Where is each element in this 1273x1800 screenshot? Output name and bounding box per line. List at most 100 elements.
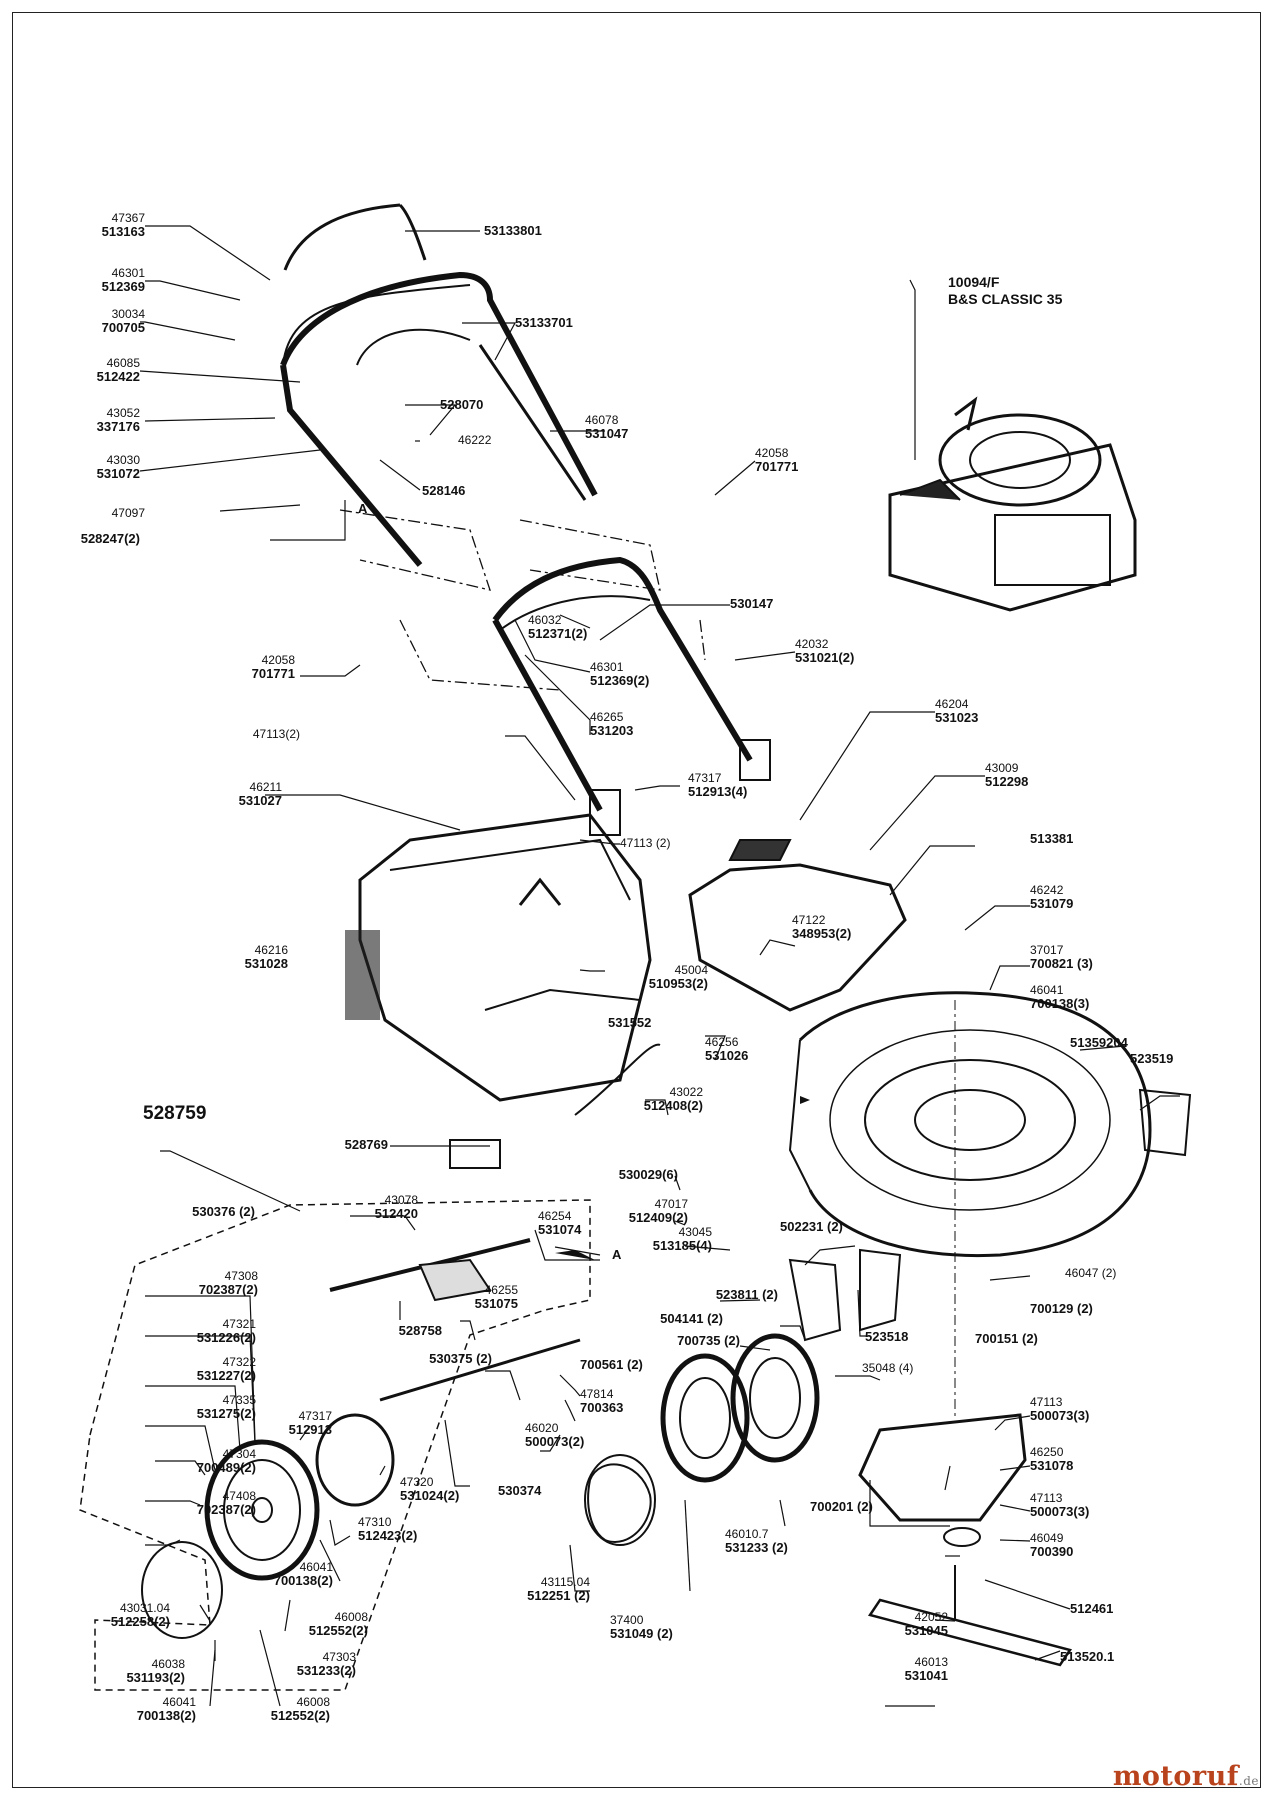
- callout-part-number: 531047: [585, 426, 629, 441]
- callout-ref-number: 46008: [296, 1695, 330, 1709]
- callout-part-number: 700390: [1030, 1544, 1074, 1559]
- callout-part-number: 531027: [238, 793, 282, 808]
- callout-504141 (2): 504141 (2): [660, 1312, 723, 1325]
- callout-part-number: 530375 (2): [429, 1351, 492, 1366]
- callout-ref-number: 47122: [792, 913, 826, 927]
- callout-ref-number: 46010.7: [725, 1527, 769, 1541]
- callout-53133701: 53133701: [515, 316, 573, 329]
- callout-part-number: 702387(2): [196, 1502, 256, 1517]
- callout-part-number: 531233 (2): [725, 1540, 788, 1555]
- callout-47097: 47097: [112, 507, 145, 520]
- callout-ref-number: 47320: [400, 1475, 434, 1489]
- blade-assembly-drawing: [858, 1413, 1073, 1667]
- callout-ref-number: 47097: [111, 506, 145, 520]
- callout-ref-number: 47303: [322, 1650, 356, 1664]
- callout-ref-number: 47113 (2): [620, 836, 671, 850]
- drive-kit-label: 528759: [143, 1103, 207, 1124]
- callout-531552: 531552: [608, 1016, 651, 1029]
- callout-part-number: 512420: [374, 1206, 418, 1221]
- callout-part-number: 531024(2): [400, 1488, 460, 1503]
- callout-ref-number: 37400: [610, 1613, 644, 1627]
- callout-528769: 528769: [345, 1138, 388, 1151]
- watermark-tld: .de: [1238, 1774, 1259, 1788]
- callout-530375 (2): 530375 (2): [429, 1352, 492, 1365]
- callout-part-number: 512408(2): [643, 1098, 703, 1113]
- callout-700735 (2): 700735 (2): [677, 1334, 740, 1347]
- marker-a-lower: A: [612, 1247, 622, 1262]
- engine-drawing: [888, 396, 1137, 612]
- callout-part-number: 700138(3): [1030, 996, 1090, 1011]
- callout-part-number: 530376 (2): [192, 1204, 255, 1219]
- callout-part-number: 531028: [244, 956, 288, 971]
- callout-ref-number: 46032: [528, 613, 562, 627]
- callout-part-number: 53133801: [484, 223, 542, 238]
- callout-47113(2): 47113(2): [253, 728, 300, 741]
- callout-part-number: 513520.1: [1060, 1649, 1115, 1664]
- callout-part-number: 528146: [422, 483, 466, 498]
- callout-528070: 528070: [440, 398, 483, 411]
- engine-label: 10094/F B&S CLASSIC 35: [948, 274, 1062, 308]
- callout-ref-number: 46020: [525, 1421, 559, 1435]
- callout-ref-number: 46204: [935, 697, 969, 711]
- callout-part-number: 523518: [865, 1329, 909, 1344]
- callout-ref-number: 43078: [384, 1193, 418, 1207]
- callout-ref-number: 47310: [358, 1515, 392, 1529]
- callout-ref-number: 43031.04: [119, 1601, 170, 1615]
- callout-part-number: 512422: [96, 369, 140, 384]
- callout-ref-number: 46242: [1030, 883, 1064, 897]
- callout-part-number: 510953(2): [648, 976, 708, 991]
- callout-part-number: 700201 (2): [810, 1499, 873, 1514]
- watermark-logo: motoruf.de: [1113, 1761, 1259, 1792]
- callout-ref-number: 43052: [106, 406, 140, 420]
- callout-ref-number: 46256: [705, 1035, 739, 1049]
- callout-part-number: 701771: [251, 666, 295, 681]
- callout-part-number: 531075: [474, 1296, 518, 1311]
- callout-part-number: 528769: [344, 1137, 388, 1152]
- callout-part-number: 523811 (2): [715, 1287, 778, 1302]
- callout-part-number: 700363: [580, 1400, 624, 1415]
- callout-523811 (2): 523811 (2): [716, 1288, 778, 1301]
- callout-528758: 528758: [399, 1324, 442, 1337]
- callout-part-number: 504141 (2): [660, 1311, 723, 1326]
- callout-ref-number: 30034: [111, 307, 145, 321]
- callout-700821 (3): 37017700821 (3): [1030, 944, 1093, 971]
- callout-part-number: 700129 (2): [1030, 1301, 1093, 1316]
- callout-part-number: 513381: [1030, 831, 1074, 846]
- grass-bag-drawing: [345, 813, 652, 1102]
- callout-51359204: 51359204: [1070, 1036, 1128, 1049]
- callout-46047 (2): 46047 (2): [1065, 1267, 1116, 1280]
- callout-part-number: 512369(2): [590, 673, 650, 688]
- callout-46222: 46222: [458, 434, 491, 447]
- upper-handle-drawing: [280, 203, 598, 567]
- callout-ref-number: 42058: [261, 653, 295, 667]
- callout-ref-number: 47308: [224, 1269, 258, 1283]
- callout-530374: 530374: [498, 1484, 541, 1497]
- callout-part-number: 531203: [590, 723, 634, 738]
- callout-502231 (2): 502231 (2): [780, 1220, 843, 1233]
- callout-53133801: 53133801: [484, 224, 542, 237]
- callout-523518: 523518: [865, 1330, 908, 1343]
- callout-ref-number: 46041: [299, 1560, 333, 1574]
- callout-part-number: 700561 (2): [580, 1357, 643, 1372]
